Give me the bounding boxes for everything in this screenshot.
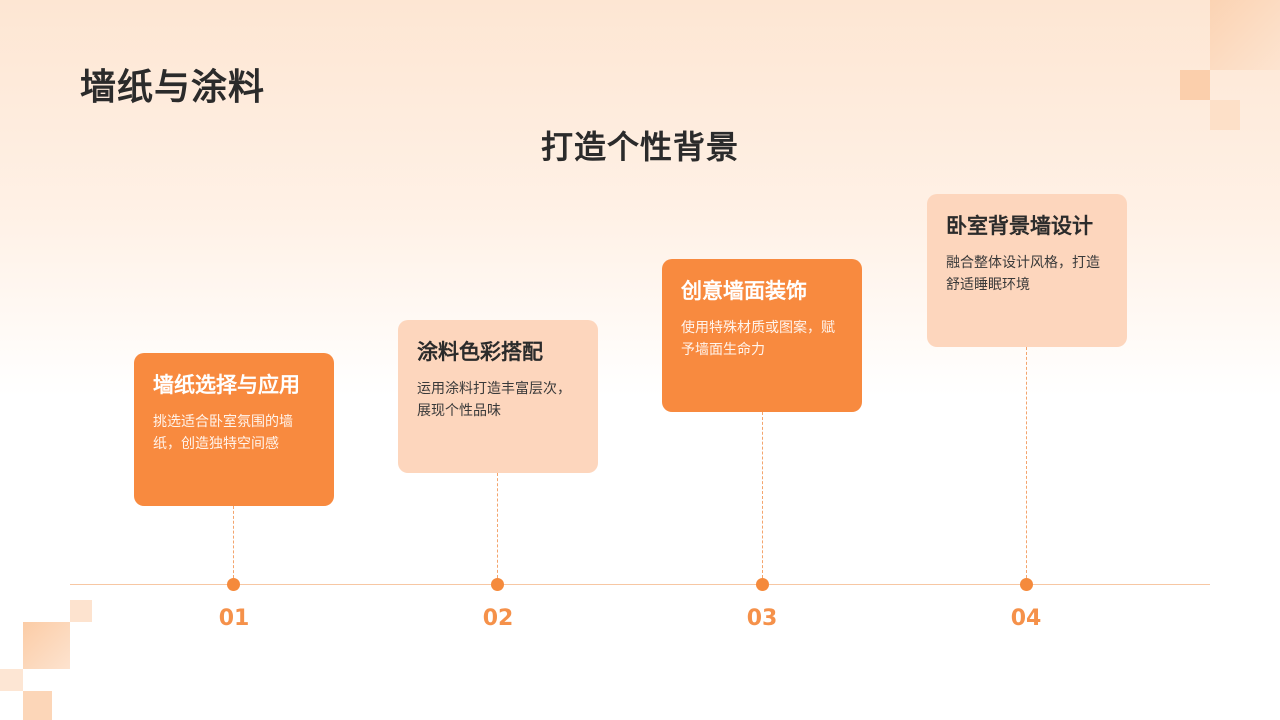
timeline-connector	[233, 506, 234, 578]
timeline-axis	[70, 584, 1210, 585]
step-number: 03	[746, 606, 778, 631]
timeline-connector	[497, 473, 498, 578]
step-card-title: 创意墙面装饰	[681, 279, 807, 303]
decorative-square	[70, 600, 92, 622]
step-card-4: 卧室背景墙设计 融合整体设计风格，打造舒适睡眠环境	[927, 194, 1127, 347]
step-card-description: 融合整体设计风格，打造舒适睡眠环境	[946, 255, 1100, 293]
step-card-3: 创意墙面装饰 使用特殊材质或图案，赋予墙面生命力	[662, 259, 862, 412]
slide-subtitle: 打造个性背景	[540, 128, 739, 166]
step-card-description: 挑选适合卧室氛围的墙纸，创造独特空间感	[153, 414, 293, 452]
step-number: 02	[482, 606, 514, 631]
step-card-title: 墙纸选择与应用	[153, 373, 300, 397]
decorative-square	[23, 691, 52, 720]
decorative-square	[1210, 0, 1280, 70]
page-title: 墙纸与涂料	[80, 67, 266, 108]
step-card-description: 运用涂料打造丰富层次，展现个性品味	[417, 381, 571, 419]
timeline-dot	[227, 578, 240, 591]
timeline-dot	[491, 578, 504, 591]
timeline-connector	[762, 412, 763, 578]
step-card-2: 涂料色彩搭配 运用涂料打造丰富层次，展现个性品味	[398, 320, 598, 473]
step-card-description: 使用特殊材质或图案，赋予墙面生命力	[681, 320, 835, 358]
decorative-square	[23, 622, 70, 669]
timeline-dot	[756, 578, 769, 591]
timeline-connector	[1026, 347, 1027, 578]
decorative-square	[0, 669, 23, 691]
step-card-1: 墙纸选择与应用 挑选适合卧室氛围的墙纸，创造独特空间感	[134, 353, 334, 506]
decorative-square	[1180, 70, 1210, 100]
step-card-title: 卧室背景墙设计	[946, 214, 1093, 238]
step-number: 01	[218, 606, 250, 631]
decorative-square	[1210, 100, 1240, 130]
timeline-dot	[1020, 578, 1033, 591]
step-number: 04	[1010, 606, 1042, 631]
step-card-title: 涂料色彩搭配	[417, 340, 543, 364]
